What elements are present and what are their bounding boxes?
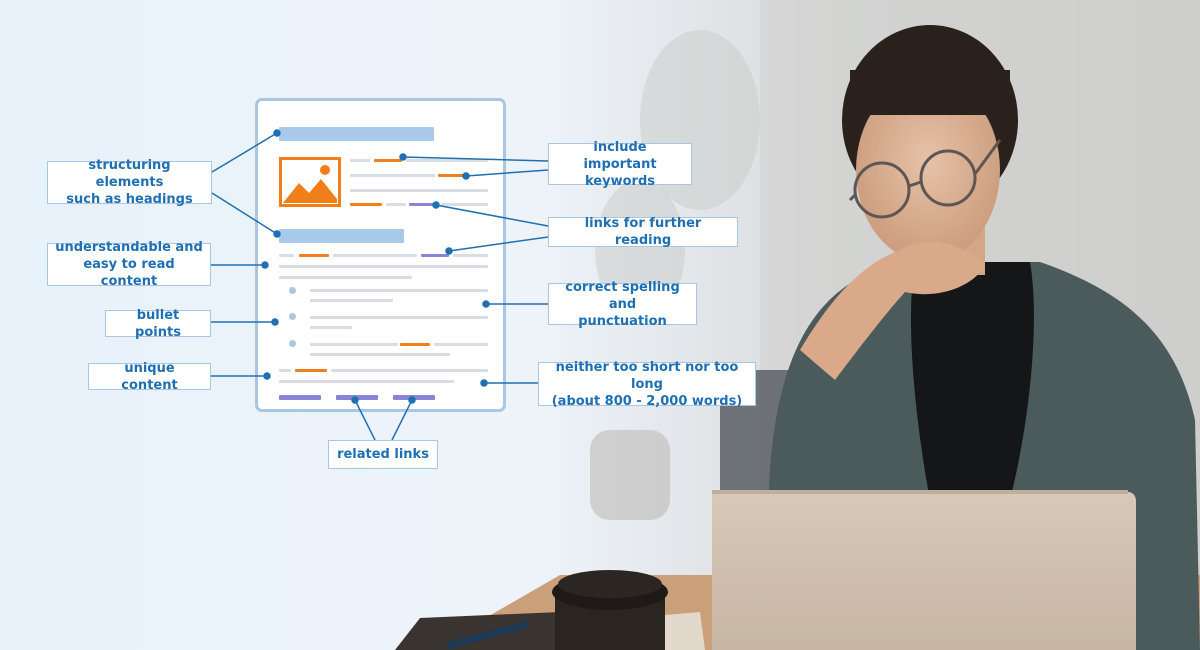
image-icon (279, 157, 341, 207)
bullet-dot (289, 340, 296, 347)
label-bullet-points: bullet points (105, 308, 211, 340)
laptop (712, 492, 1136, 650)
label-related-links: related links (328, 440, 438, 469)
pen (446, 621, 529, 649)
subheading-bar (279, 229, 404, 243)
notebook (395, 612, 560, 650)
plant-pot (590, 430, 670, 520)
person-hand (800, 241, 985, 380)
glasses-icon (848, 139, 1002, 219)
bullet-dot (289, 287, 296, 294)
heading-bar (279, 127, 434, 141)
coffee-cup-icon (552, 570, 668, 650)
related-link-bar (393, 395, 435, 400)
label-length-guideline: neither too short nor too long(about 800… (538, 360, 756, 409)
related-link-bar (279, 395, 321, 400)
label-further-reading: links for further reading (548, 216, 738, 248)
related-link-bar (336, 395, 378, 400)
document-illustration (255, 98, 506, 412)
bullet-dot (289, 313, 296, 320)
label-unique-content: unique content (88, 361, 211, 393)
